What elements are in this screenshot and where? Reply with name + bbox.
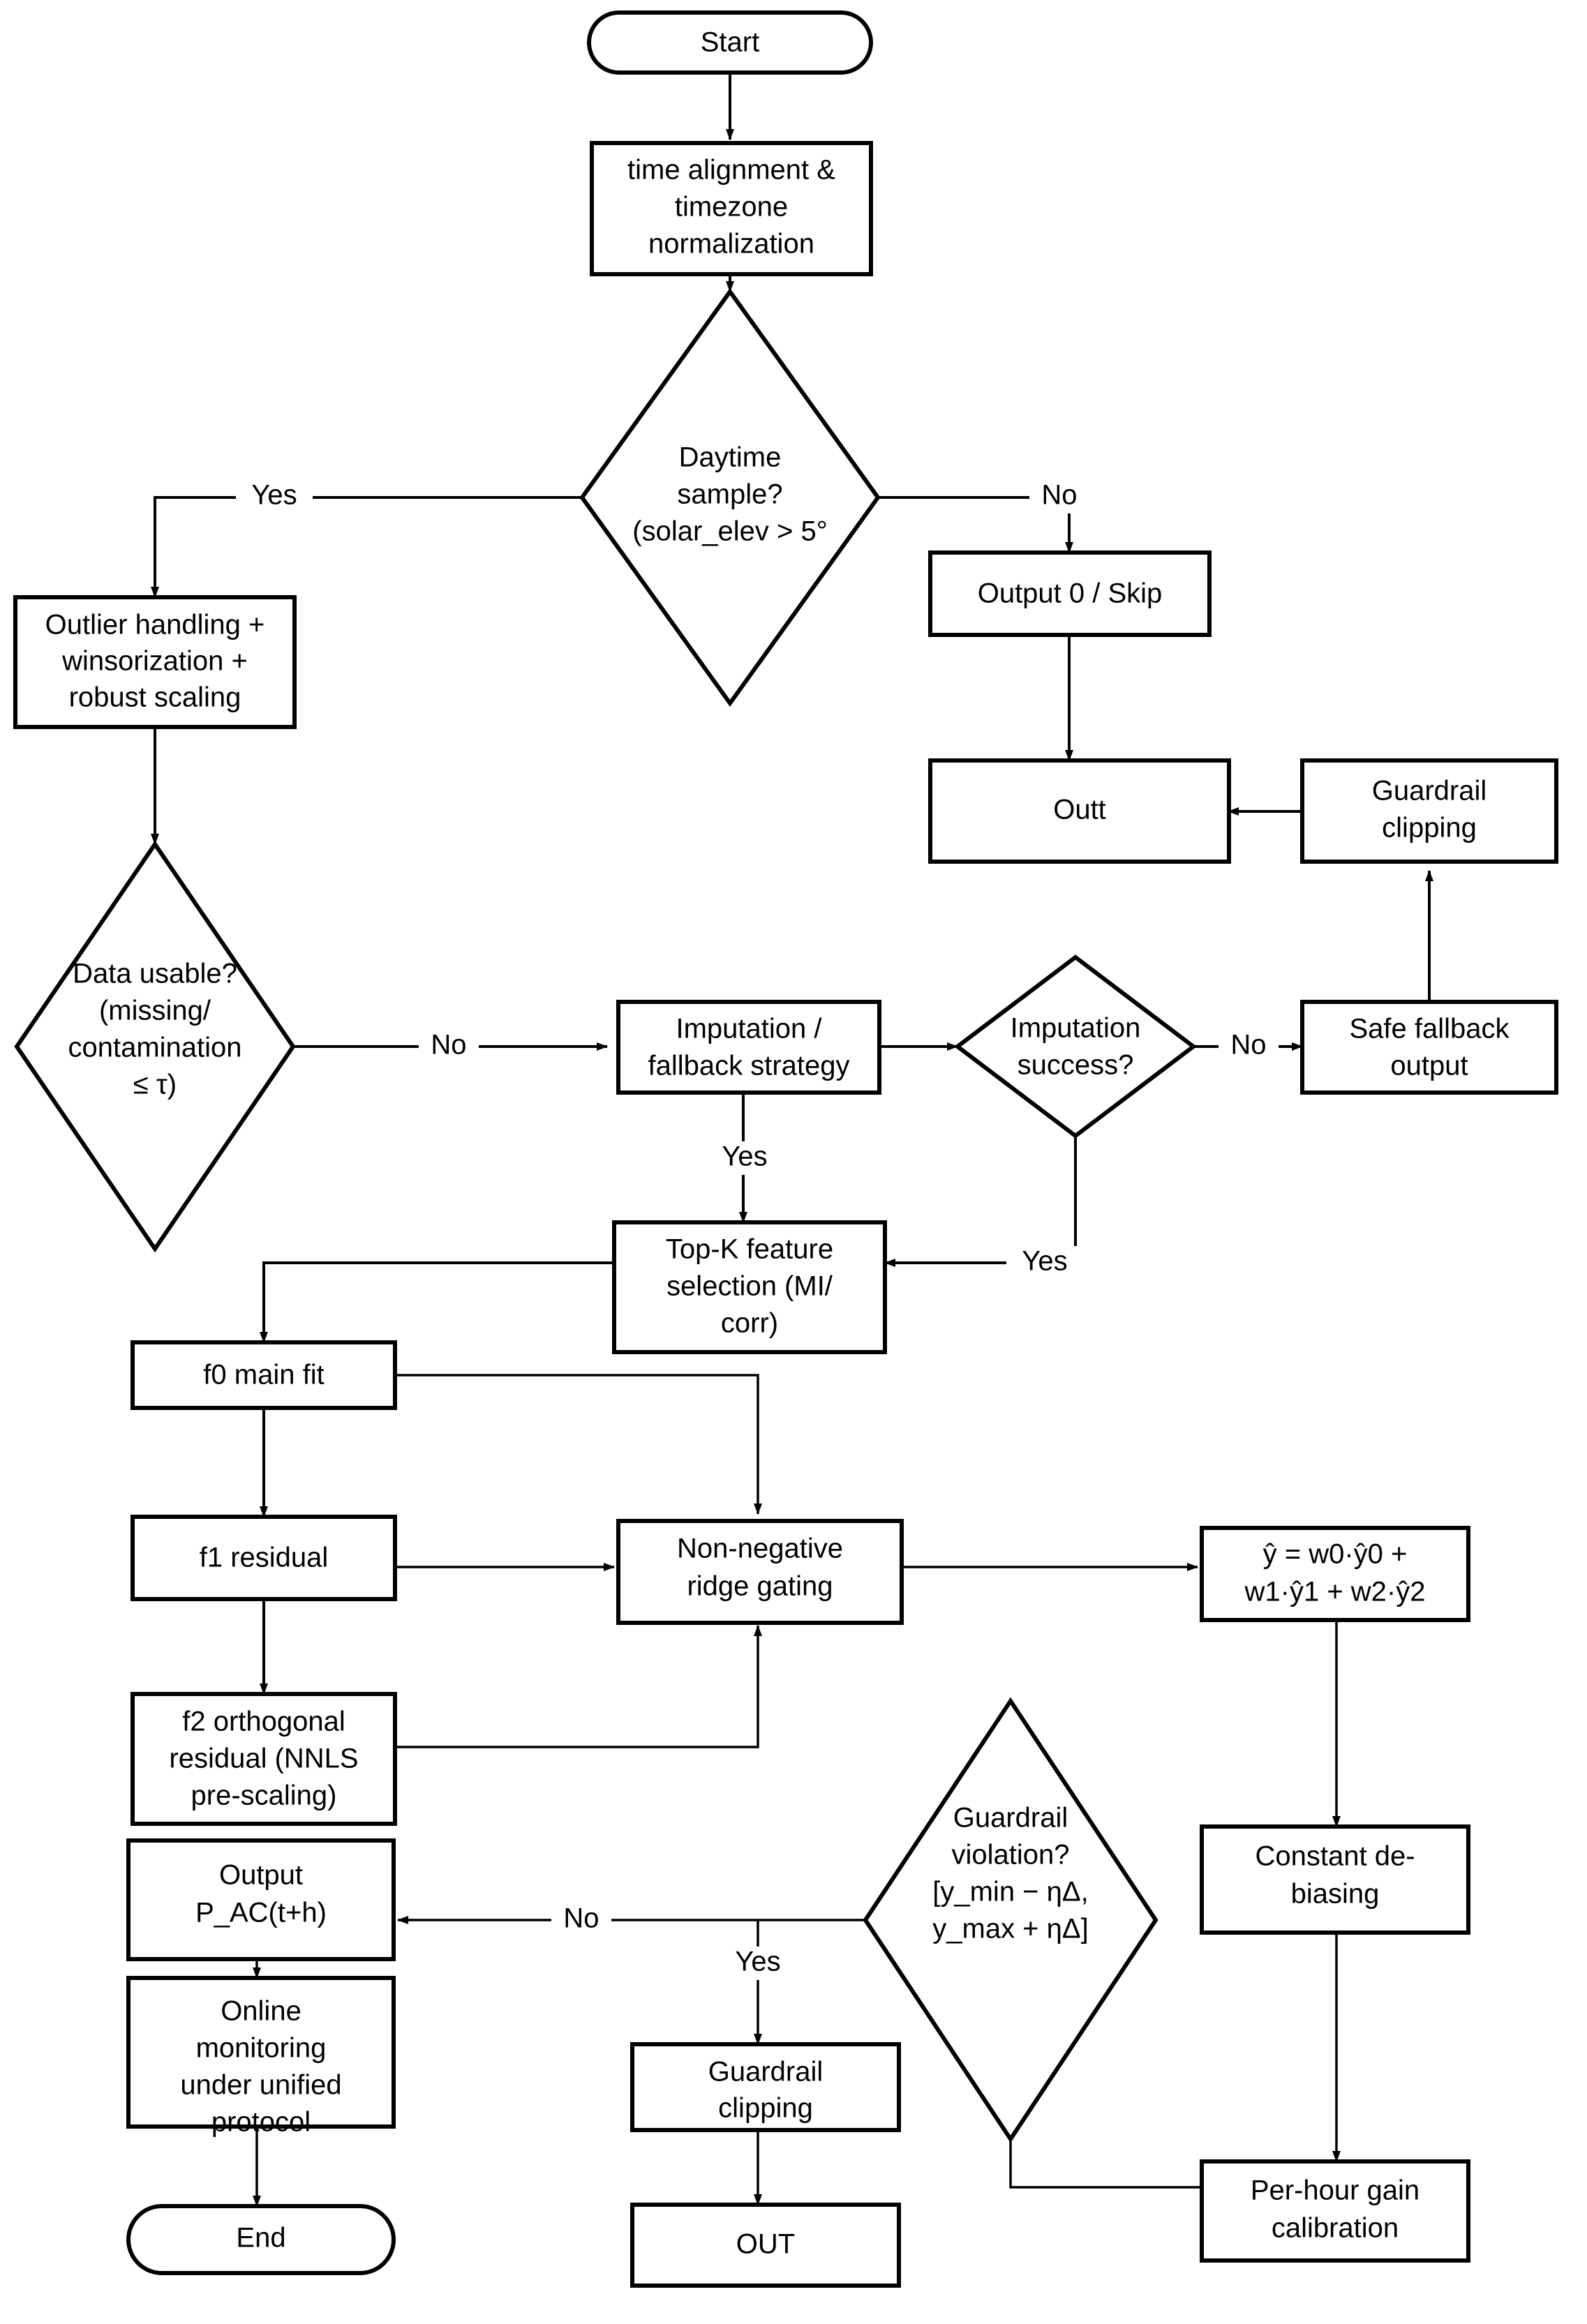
node-topk-label-3: corr) (721, 1308, 778, 1339)
node-violation-label-3: [y_min − ηΔ, (932, 1877, 1088, 1907)
node-daytime-label-3: (solar_elev > 5° (632, 516, 827, 547)
node-online-mon-label-3: under unified (180, 2070, 341, 2101)
node-outlier-handling[interactable]: Outlier handling + winsorization + robus… (13, 595, 297, 729)
node-output-pac-label-2: P_AC(t+h) (195, 1898, 327, 1928)
edge-label-imp-success-yes: Yes (1022, 1246, 1067, 1277)
node-output-skip-label: Output 0 / Skip (978, 578, 1163, 609)
node-ridge-label-1: Non-negative (677, 1534, 843, 1564)
node-ridge-label-2: ridge gating (687, 1571, 833, 1602)
node-data-usable-label-4: ≤ τ) (133, 1070, 177, 1100)
node-f1-residual[interactable]: f1 residual (131, 1515, 397, 1601)
node-guardrail-clipping-top[interactable]: Guardrail clipping (1300, 758, 1558, 864)
edge-label-violation-no: No (563, 1903, 599, 1934)
node-guardrail-clipping-bottom[interactable]: Guardrail clipping (630, 2042, 901, 2132)
edge-topk-to-f0 (260, 1261, 614, 1343)
node-imputation-label-1: Imputation / (676, 1014, 822, 1044)
node-out[interactable]: OUT (630, 2203, 901, 2288)
node-output-skip[interactable]: Output 0 / Skip (928, 550, 1212, 637)
node-f0-main-fit[interactable]: f0 main fit (131, 1340, 397, 1410)
node-data-usable-label-2: (missing/ (99, 996, 211, 1026)
node-violation-label-2: violation? (951, 1840, 1069, 1871)
node-guardrail-clipping-top-label-2: clipping (1382, 813, 1477, 844)
edge-label-imputation-yes: Yes (722, 1141, 767, 1172)
node-safe-fallback-label-2: output (1390, 1051, 1468, 1081)
node-outlier-handling-label-1: Outlier handling + (45, 610, 265, 640)
node-guardrail-clipping-top-label-1: Guardrail (1372, 776, 1487, 807)
edge-label-daytime-yes: Yes (251, 480, 297, 511)
node-online-mon-label-2: monitoring (196, 2033, 327, 2064)
node-f0-label: f0 main fit (203, 1360, 324, 1390)
node-f2-label-1: f2 orthogonal (182, 1707, 345, 1737)
node-online-mon-label-1: Online (221, 1996, 301, 2027)
node-violation-label-4: y_max + ηΔ] (932, 1914, 1088, 1944)
edge-label-violation-yes: Yes (735, 1947, 780, 1977)
node-data-usable-decision[interactable]: Data usable? (missing/ contamination ≤ τ… (14, 840, 296, 1253)
node-out-label: OUT (736, 2229, 795, 2260)
node-time-alignment-label-1: time alignment & (627, 155, 835, 186)
node-data-usable-label-1: Data usable? (73, 959, 237, 989)
edge-f0-to-ridge (395, 1374, 762, 1515)
edge-daytime-yes-to-outlier (151, 496, 582, 598)
node-yhat-label-1: ŷ = w0·ŷ0 + (1263, 1539, 1408, 1570)
node-topk-selection[interactable]: Top-K feature selection (MI/ corr) (612, 1220, 887, 1354)
node-constant-debiasing[interactable]: Constant de- biasing (1200, 1824, 1470, 1935)
node-output-pac[interactable]: Output P_AC(t+h) (126, 1838, 396, 1961)
node-guardrail-clipping-bottom-label-1: Guardrail (708, 2057, 824, 2087)
node-start[interactable]: Start (587, 10, 873, 75)
node-violation-label-1: Guardrail (953, 1803, 1068, 1834)
node-imputation[interactable]: Imputation / fallback strategy (616, 1000, 881, 1095)
node-online-monitoring[interactable]: Online monitoring under unified protocol (126, 1976, 396, 2138)
node-online-mon-label-4: protocol (211, 2107, 311, 2138)
node-debias-label-1: Constant de- (1255, 1841, 1415, 1872)
node-daytime-label-2: sample? (677, 479, 782, 510)
edge-f2-to-ridge (395, 1625, 762, 1748)
node-start-label: Start (701, 27, 759, 58)
node-gain-cal-label-2: calibration (1272, 2213, 1399, 2244)
node-daytime-decision[interactable]: Daytime sample? (solar_elev > 5° (579, 287, 881, 707)
node-safe-fallback[interactable]: Safe fallback output (1300, 1000, 1558, 1095)
node-safe-fallback-label-1: Safe fallback (1349, 1014, 1510, 1044)
node-imputation-success-decision[interactable]: Imputation success? (954, 954, 1197, 1139)
edge-labels: Yes No No Yes No Yes No Yes (236, 480, 1279, 1980)
node-outt[interactable]: Outt (928, 758, 1231, 864)
edge-imp-success-yes-to-topk (884, 1136, 1077, 1267)
node-topk-label-1: Top-K feature (666, 1234, 833, 1265)
node-end[interactable]: End (126, 2204, 396, 2275)
node-imputation-label-2: fallback strategy (648, 1051, 849, 1081)
node-guardrail-violation-decision[interactable]: Guardrail violation? [y_min − ηΔ, y_max … (863, 1697, 1158, 2143)
node-time-alignment-label-3: normalization (648, 229, 814, 260)
node-guardrail-clipping-bottom-label-2: clipping (718, 2093, 813, 2124)
node-f1-label: f1 residual (200, 1543, 329, 1573)
node-data-usable-label-3: contamination (68, 1033, 241, 1063)
node-time-alignment-label-2: timezone (675, 192, 788, 223)
edge-label-imp-success-no: No (1230, 1030, 1266, 1060)
node-daytime-label-1: Daytime (679, 442, 782, 473)
node-topk-label-2: selection (MI/ (666, 1271, 833, 1302)
edge-label-daytime-no: No (1041, 480, 1077, 511)
node-gain-cal-label-1: Per-hour gain (1251, 2175, 1420, 2206)
node-outlier-handling-label-3: robust scaling (69, 682, 241, 713)
edge-label-data-usable-no: No (431, 1030, 466, 1060)
node-time-alignment[interactable]: time alignment & timezone normalization (590, 141, 873, 276)
node-outt-label: Outt (1053, 795, 1106, 825)
node-f2-orthogonal-residual[interactable]: f2 orthogonal residual (NNLS pre-scaling… (131, 1692, 397, 1826)
node-f2-label-3: pre-scaling) (191, 1781, 337, 1811)
node-outlier-handling-label-2: winsorization + (61, 646, 248, 677)
node-imputation-success-label-2: success? (1018, 1050, 1134, 1081)
node-yhat-formula[interactable]: ŷ = w0·ŷ0 + w1·ŷ1 + w2·ŷ2 (1200, 1526, 1470, 1622)
node-gain-calibration[interactable]: Per-hour gain calibration (1200, 2159, 1470, 2263)
node-debias-label-2: biasing (1291, 1879, 1380, 1910)
node-end-label: End (236, 2223, 285, 2254)
node-output-pac-label-1: Output (219, 1860, 303, 1891)
node-yhat-label-2: w1·ŷ1 + w2·ŷ2 (1244, 1577, 1426, 1607)
node-ridge-gating[interactable]: Non-negative ridge gating (616, 1519, 904, 1625)
node-f2-label-2: residual (NNLS (169, 1744, 358, 1774)
node-imputation-success-label-1: Imputation (1011, 1013, 1141, 1044)
